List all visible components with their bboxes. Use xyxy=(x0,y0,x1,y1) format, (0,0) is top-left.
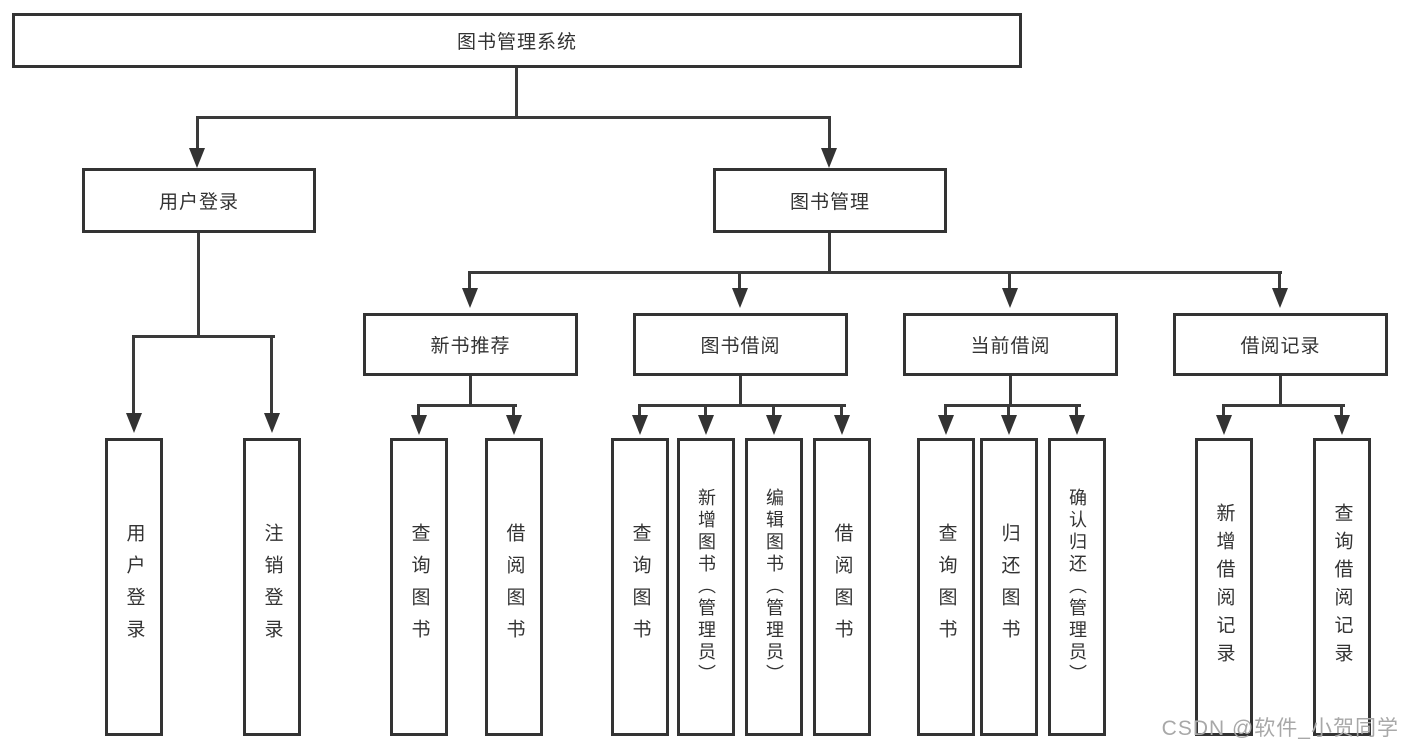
leaf-return-books: 归还图书 xyxy=(980,438,1038,736)
connector-line xyxy=(828,116,831,150)
arrowhead-down-icon xyxy=(462,288,478,308)
connector-line xyxy=(469,376,472,407)
node-new-book-recommend-label: 新书推荐 xyxy=(430,336,511,357)
leaf-query-books-current: 查询图书 xyxy=(917,438,975,736)
node-book-management: 图书管理 xyxy=(713,168,947,233)
leaf-borrow-books-borrowing-label: 借阅图书 xyxy=(831,523,853,651)
leaf-query-books-recommend: 查询图书 xyxy=(390,438,448,736)
leaf-add-books-admin: 新增图书（管理员） xyxy=(677,438,735,736)
leaf-user-login: 用户登录 xyxy=(105,438,163,736)
arrowhead-down-icon xyxy=(126,413,142,433)
connector-line xyxy=(1007,404,1010,417)
connector-line xyxy=(132,335,135,415)
node-current-borrowing-label: 当前借阅 xyxy=(970,336,1051,357)
leaf-query-books-current-label: 查询图书 xyxy=(935,523,957,651)
connector-line xyxy=(468,271,1282,274)
arrowhead-down-icon xyxy=(1216,415,1232,435)
node-new-book-recommend: 新书推荐 xyxy=(363,313,578,376)
connector-line xyxy=(1278,271,1281,290)
node-root-label: 图书管理系统 xyxy=(456,32,577,53)
leaf-logout-label: 注销登录 xyxy=(261,523,283,651)
connector-line xyxy=(638,404,846,407)
arrowhead-down-icon xyxy=(506,415,522,435)
leaf-edit-books-admin-label: 编辑图书（管理员） xyxy=(764,488,784,686)
arrowhead-down-icon xyxy=(938,415,954,435)
connector-line xyxy=(417,404,420,417)
connector-line xyxy=(738,271,741,290)
connector-line xyxy=(704,404,707,417)
arrowhead-down-icon xyxy=(732,288,748,308)
connector-line xyxy=(1340,404,1343,417)
arrowhead-down-icon xyxy=(1334,415,1350,435)
arrowhead-down-icon xyxy=(411,415,427,435)
connector-line xyxy=(1008,271,1011,290)
connector-line xyxy=(512,404,515,417)
csdn-watermark: CSDN @软件_小贺同学 xyxy=(1161,717,1399,740)
connector-line xyxy=(417,404,517,407)
arrowhead-down-icon xyxy=(698,415,714,435)
node-root: 图书管理系统 xyxy=(12,13,1022,68)
connector-line xyxy=(515,68,518,118)
node-book-management-label: 图书管理 xyxy=(789,192,870,213)
node-book-borrowing-label: 图书借阅 xyxy=(700,336,781,357)
connector-line xyxy=(944,404,947,417)
leaf-confirm-return-admin-label: 确认归还（管理员） xyxy=(1067,488,1087,686)
leaf-logout: 注销登录 xyxy=(243,438,301,736)
leaf-user-login-label: 用户登录 xyxy=(123,523,145,651)
leaf-return-books-label: 归还图书 xyxy=(998,523,1020,651)
node-current-borrowing: 当前借阅 xyxy=(903,313,1118,376)
connector-line xyxy=(196,116,831,119)
leaf-query-borrow-record: 查询借阅记录 xyxy=(1313,438,1371,736)
connector-line xyxy=(1009,376,1012,407)
leaf-edit-books-admin: 编辑图书（管理员） xyxy=(745,438,803,736)
arrowhead-down-icon xyxy=(834,415,850,435)
connector-line xyxy=(638,404,641,417)
connector-line xyxy=(944,404,1081,407)
connector-line xyxy=(828,233,831,274)
connector-line xyxy=(1075,404,1078,417)
arrowhead-down-icon xyxy=(189,148,205,168)
arrowhead-down-icon xyxy=(264,413,280,433)
leaf-query-borrow-record-label: 查询借阅记录 xyxy=(1331,503,1353,671)
arrowhead-down-icon xyxy=(766,415,782,435)
node-borrowing-records: 借阅记录 xyxy=(1173,313,1388,376)
connector-line xyxy=(132,335,275,338)
node-borrowing-records-label: 借阅记录 xyxy=(1240,336,1321,357)
connector-line xyxy=(1279,376,1282,407)
leaf-borrow-books-recommend-label: 借阅图书 xyxy=(503,523,525,651)
connector-line xyxy=(1222,404,1345,407)
connector-line xyxy=(1222,404,1225,417)
arrowhead-down-icon xyxy=(1069,415,1085,435)
connector-line xyxy=(270,335,273,415)
leaf-query-books-borrowing: 查询图书 xyxy=(611,438,669,736)
arrowhead-down-icon xyxy=(1272,288,1288,308)
arrowhead-down-icon xyxy=(632,415,648,435)
connector-line xyxy=(468,271,471,290)
node-book-borrowing: 图书借阅 xyxy=(633,313,848,376)
leaf-add-borrow-record: 新增借阅记录 xyxy=(1195,438,1253,736)
node-user-login: 用户登录 xyxy=(82,168,316,233)
connector-line xyxy=(840,404,843,417)
leaf-borrow-books-borrowing: 借阅图书 xyxy=(813,438,871,736)
node-user-login-label: 用户登录 xyxy=(158,192,239,213)
arrowhead-down-icon xyxy=(821,148,837,168)
arrowhead-down-icon xyxy=(1001,415,1017,435)
leaf-add-borrow-record-label: 新增借阅记录 xyxy=(1213,503,1235,671)
arrowhead-down-icon xyxy=(1002,288,1018,308)
connector-line xyxy=(772,404,775,417)
leaf-confirm-return-admin: 确认归还（管理员） xyxy=(1048,438,1106,736)
leaf-add-books-admin-label: 新增图书（管理员） xyxy=(696,488,716,686)
connector-line xyxy=(196,116,199,150)
connector-line xyxy=(739,376,742,407)
leaf-query-books-recommend-label: 查询图书 xyxy=(408,523,430,651)
leaf-query-books-borrowing-label: 查询图书 xyxy=(629,523,651,651)
connector-line xyxy=(197,233,200,338)
leaf-borrow-books-recommend: 借阅图书 xyxy=(485,438,543,736)
